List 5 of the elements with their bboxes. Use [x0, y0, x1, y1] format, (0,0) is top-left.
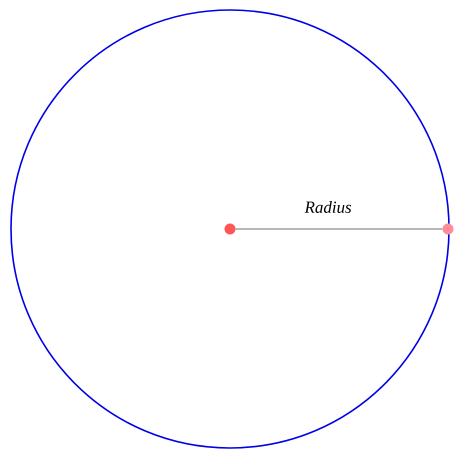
- center-point: [224, 224, 236, 234]
- edge-label: Radius: [304, 201, 352, 213]
- radius-line: [236, 228, 442, 230]
- point-on-circle: [442, 224, 454, 234]
- circle-outline: [10, 9, 450, 449]
